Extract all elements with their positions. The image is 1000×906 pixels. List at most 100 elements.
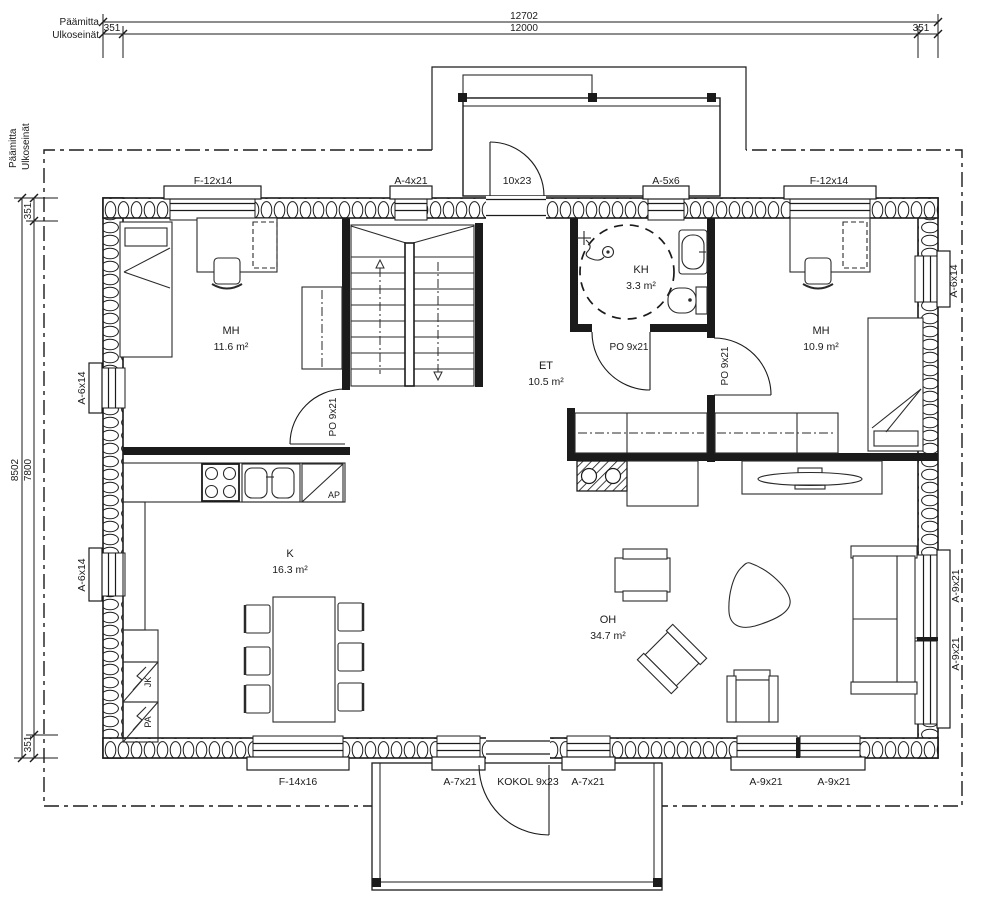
kitchen-counter-side (122, 501, 146, 631)
dim-top-inset-right: 351 (913, 23, 930, 34)
porch-roof-outline (431, 66, 747, 150)
windows-left: A-6x14 A-6x14 (76, 362, 126, 602)
svg-text:ET: ET (539, 360, 553, 372)
dim-top-inset-left: 351 (104, 23, 121, 34)
dining-chairs (243, 602, 365, 714)
coffee-table-symbol (728, 562, 791, 628)
svg-text:KH: KH (633, 264, 648, 276)
window-label: F-12x14 (810, 175, 849, 187)
svg-text:OH: OH (600, 614, 617, 626)
bedroom1: MH 11.6 m² (119, 217, 343, 370)
toilet-symbol (667, 286, 708, 315)
door-mh1: PO 9x21 (289, 388, 346, 445)
dim-top-row2-label: Ulkoseinät (52, 30, 99, 41)
svg-text:11.6 m²: 11.6 m² (214, 341, 249, 353)
desk-symbol (196, 217, 278, 290)
door-mh2: PO 9x21 (713, 337, 772, 396)
chimney-symbol (576, 460, 628, 492)
fridge-symbol: JK (122, 661, 159, 703)
room-label-oh: OH 34.7 m² (590, 614, 626, 642)
window-label: A-6x14 (948, 264, 960, 297)
room-label-kh: KH 3.3 m² (626, 264, 656, 292)
patio-door-swing (478, 764, 550, 836)
hallway: ET 10.5 m² (528, 360, 708, 454)
shower-symbol (577, 231, 615, 261)
porch-post (707, 93, 716, 102)
patio-door-opening (486, 736, 550, 760)
door-label: KOKOL 9x23 (497, 776, 559, 788)
room-label-k: K 16.3 m² (272, 548, 308, 576)
bed-symbol (119, 221, 173, 358)
chair-symbol (213, 257, 241, 285)
porch-post (588, 93, 597, 102)
dim-left-inset-top: 351 (23, 202, 34, 219)
tv-bench-symbol (741, 460, 883, 495)
svg-text:10.9 m²: 10.9 m² (803, 341, 839, 353)
window-label: F-14x16 (279, 776, 318, 788)
tv-symbol (757, 471, 863, 487)
window-sill (163, 185, 262, 200)
desk-symbol (789, 217, 871, 290)
living-room: OH 34.7 m² (576, 460, 918, 723)
interior-walls (123, 218, 938, 462)
window-label: A-9x21 (950, 569, 962, 602)
window-label: A-7x21 (443, 776, 476, 788)
svg-text:16.3 m²: 16.3 m² (272, 564, 308, 576)
svg-text:10.5 m²: 10.5 m² (528, 376, 564, 388)
dim-left-inset-bottom: 351 (23, 735, 34, 752)
window-label: A-4x21 (394, 175, 427, 187)
svg-text:MH: MH (812, 325, 829, 337)
window-label: A-6x14 (76, 558, 88, 591)
chair-symbol (804, 257, 832, 285)
dim-left-inner: 7800 (23, 458, 34, 481)
door-label: PO 9x21 (610, 342, 649, 353)
washbasin-symbol (678, 229, 708, 275)
bathroom: KH 3.3 m² (577, 224, 708, 320)
turning-circle (579, 224, 675, 320)
terrace (371, 762, 663, 891)
dimension-left: Päämitta Ulkoseinät 8502 7800 351 351 (8, 123, 58, 763)
window-label: A-9x21 (749, 776, 782, 788)
window-label: A-6x14 (76, 371, 88, 404)
dim-left-total: 8502 (10, 458, 21, 481)
stove-symbol (201, 463, 240, 502)
dim-top-row1-label: Päämitta (60, 17, 100, 28)
dim-top-total: 12702 (510, 11, 538, 22)
bedroom2: MH 10.9 m² (714, 217, 924, 454)
svg-text:MH: MH (222, 325, 239, 337)
dim-left-col2-label: Ulkoseinät (21, 123, 32, 170)
porch-post (458, 93, 467, 102)
sofa-symbol (850, 545, 918, 695)
windows-bottom: F-14x16 A-7x21 KOKOL 9x23 A-7x21 A-9x21 … (246, 735, 866, 836)
room-label-mh1: MH 11.6 m² (214, 325, 249, 353)
window-label: A-7x21 (571, 776, 604, 788)
freezer-label: PA (143, 716, 153, 727)
armchair-symbol (726, 669, 779, 723)
hall-closet-symbol (574, 412, 708, 454)
armchair-symbol (636, 623, 708, 695)
door-label: 10x23 (503, 175, 532, 187)
door-label: PO 9x21 (328, 397, 339, 436)
svg-text:34.7 m²: 34.7 m² (590, 630, 626, 642)
hearth-symbol (626, 460, 699, 507)
bed-symbol (867, 317, 924, 452)
freezer-symbol: PA (122, 701, 159, 743)
sink-symbol (241, 463, 301, 503)
kitchen: AP JK PA K 16.3 m² (122, 462, 346, 743)
kitchen-counter (122, 462, 346, 503)
terrace-post (653, 878, 662, 887)
dishwasher-label: AP (328, 490, 340, 500)
terrace-post (372, 878, 381, 887)
window-label: A-5x6 (652, 175, 680, 187)
window-label: F-12x14 (194, 175, 233, 187)
armchair-symbol (614, 548, 671, 602)
cabinet-symbol (122, 629, 159, 663)
windows-top: F-12x14 A-4x21 10x23 A-5x6 F-12x14 (163, 141, 877, 221)
wardrobe-symbol (301, 286, 343, 370)
dining-table-symbol (243, 596, 365, 723)
window-label: A-9x21 (817, 776, 850, 788)
door-kh: PO 9x21 (591, 331, 651, 391)
room-label-mh2: MH 10.9 m² (803, 325, 839, 353)
stairs-symbol (350, 224, 475, 387)
door-label: PO 9x21 (720, 346, 731, 385)
